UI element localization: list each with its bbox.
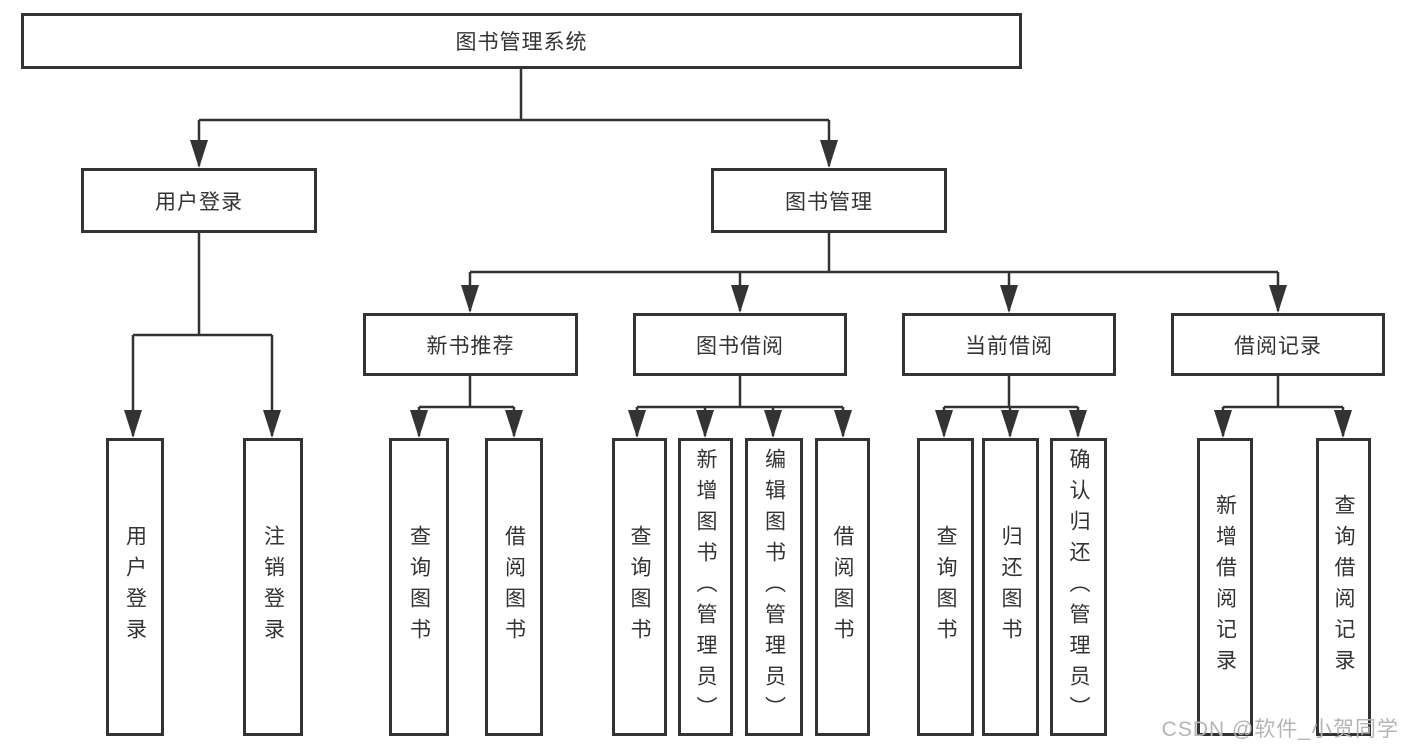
leaf-current-query: 查询图书 [917, 438, 974, 736]
node-user-login: 用户登录 [81, 168, 317, 233]
arrowhead-icons [124, 140, 1352, 438]
leaf-confirm-return-admin: 确认归还（管理员） [1050, 438, 1107, 736]
leaf-borrow-query-label: 查询图书 [628, 525, 651, 649]
leaf-query-borrow-record: 查询借阅记录 [1316, 438, 1371, 736]
node-new-book-recommend: 新书推荐 [363, 313, 578, 376]
node-current-borrow-label: 当前借阅 [965, 334, 1053, 358]
leaf-borrow-book: 借阅图书 [815, 438, 870, 736]
leaf-current-query-label: 查询图书 [934, 525, 957, 649]
leaf-borrow-query: 查询图书 [612, 438, 667, 736]
node-root: 图书管理系统 [21, 13, 1022, 69]
leaf-user-login-label: 用户登录 [123, 525, 147, 649]
node-current-borrow: 当前借阅 [902, 313, 1116, 376]
leaf-newbook-borrow-label: 借阅图书 [502, 525, 526, 649]
leaf-borrow-add-admin: 新增图书（管理员） [678, 438, 733, 736]
csdn-watermark: CSDN @软件_小贺同学 [1161, 718, 1399, 741]
leaf-borrow-edit-admin-label: 编辑图书（管理员） [762, 447, 786, 727]
leaf-newbook-borrow: 借阅图书 [485, 438, 543, 736]
leaf-newbook-query: 查询图书 [389, 438, 449, 736]
leaf-add-borrow-record-label: 新增借阅记录 [1213, 494, 1237, 680]
leaf-user-login: 用户登录 [106, 438, 164, 736]
node-book-borrow: 图书借阅 [633, 313, 847, 376]
node-book-management-label: 图书管理 [785, 190, 873, 214]
node-book-borrow-label: 图书借阅 [696, 334, 784, 358]
leaf-confirm-return-admin-label: 确认归还（管理员） [1067, 447, 1090, 727]
leaf-add-borrow-record: 新增借阅记录 [1197, 438, 1253, 736]
leaf-query-borrow-record-label: 查询借阅记录 [1332, 494, 1355, 680]
node-user-login-label: 用户登录 [155, 190, 243, 214]
leaf-borrow-book-label: 借阅图书 [831, 525, 854, 649]
leaf-return-book: 归还图书 [982, 438, 1039, 736]
node-new-book-recommend-label: 新书推荐 [426, 334, 515, 358]
node-borrow-records-label: 借阅记录 [1234, 334, 1322, 358]
leaf-return-book-label: 归还图书 [999, 525, 1022, 649]
leaf-borrow-edit-admin: 编辑图书（管理员） [745, 438, 803, 736]
leaf-logout: 注销登录 [243, 438, 303, 736]
leaf-borrow-add-admin-label: 新增图书（管理员） [694, 447, 717, 727]
leaf-logout-label: 注销登录 [261, 525, 285, 649]
node-borrow-records: 借阅记录 [1171, 313, 1385, 376]
node-book-management: 图书管理 [711, 168, 947, 233]
leaf-newbook-query-label: 查询图书 [407, 525, 431, 649]
node-root-label: 图书管理系统 [455, 31, 588, 54]
